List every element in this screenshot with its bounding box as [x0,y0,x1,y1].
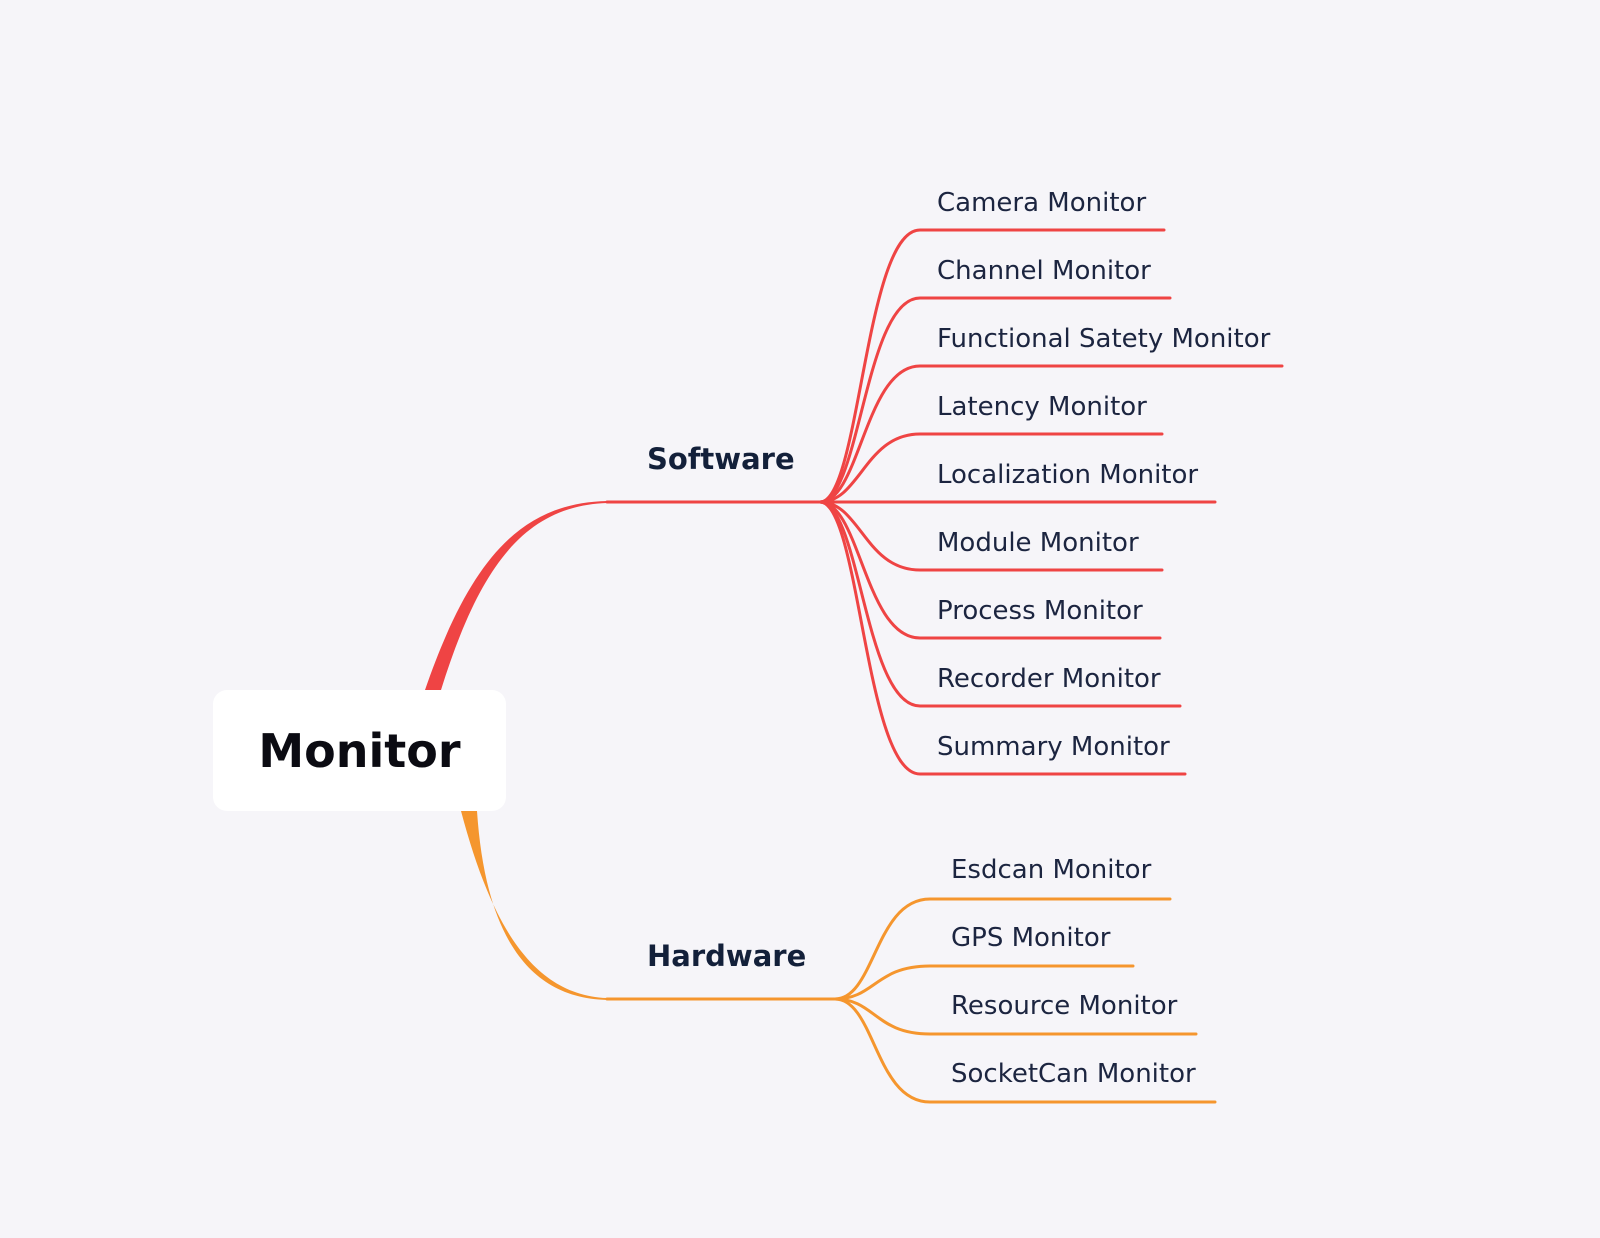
root-node[interactable]: Monitor [213,690,506,811]
leaf-summary-monitor[interactable]: Summary Monitor [937,732,1170,762]
root-label: Monitor [258,723,461,778]
leaf-esdcan-monitor[interactable]: Esdcan Monitor [951,855,1152,885]
software-leaf-link [818,500,1187,776]
leaf-functional-safety-monitor[interactable]: Functional Satety Monitor [937,324,1271,354]
hardware-leaf-link [833,997,1198,1036]
software-leaf-link [818,296,1172,504]
software-leaf-link [818,228,1166,504]
leaf-socketcan-monitor[interactable]: SocketCan Monitor [951,1059,1196,1089]
root-to-hardware-link [461,811,607,1000]
leaf-recorder-monitor[interactable]: Recorder Monitor [937,664,1161,694]
software-leaf-link [818,432,1164,504]
software-leaf-link [818,500,1182,708]
leaf-camera-monitor[interactable]: Camera Monitor [937,188,1147,218]
leaf-process-monitor[interactable]: Process Monitor [937,596,1143,626]
leaf-localization-monitor[interactable]: Localization Monitor [937,460,1199,490]
software-leaf-link [818,500,1164,572]
root-to-software-link [425,501,607,690]
hardware-leaf-link [833,997,1217,1104]
software-leaf-link [818,500,1162,640]
leaf-gps-monitor[interactable]: GPS Monitor [951,923,1111,953]
branch-hardware-label[interactable]: Hardware [647,939,807,973]
leaf-latency-monitor[interactable]: Latency Monitor [937,392,1147,422]
leaf-resource-monitor[interactable]: Resource Monitor [951,991,1178,1021]
leaf-channel-monitor[interactable]: Channel Monitor [937,256,1151,286]
leaf-module-monitor[interactable]: Module Monitor [937,528,1139,558]
hardware-leaf-link [833,897,1172,1001]
software-leaf-link [818,364,1284,504]
branch-software-label[interactable]: Software [647,442,795,476]
hardware-leaf-link [833,964,1135,1001]
